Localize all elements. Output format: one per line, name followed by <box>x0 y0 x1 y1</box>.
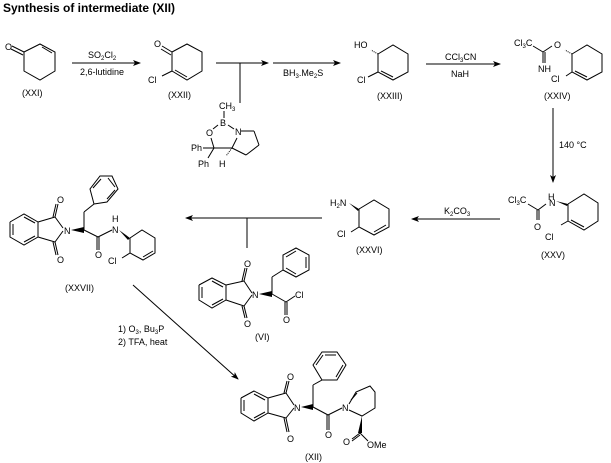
svg-text:O: O <box>287 434 294 444</box>
svg-text:H2N: H2N <box>330 198 346 210</box>
label-xii: (XII) <box>305 452 322 462</box>
svg-text:O: O <box>95 250 102 260</box>
label-xxi: (XXI) <box>22 88 43 98</box>
arrow-step2: BH3.Me2S <box>216 60 341 103</box>
svg-text:2) TFA, heat: 2) TFA, heat <box>118 337 168 347</box>
arrow-step1: SO2Cl2 2,6-lutidine <box>72 50 141 77</box>
svg-text:H: H <box>548 192 555 202</box>
svg-text:Cl: Cl <box>545 232 554 242</box>
compound-xxi: O (XXI) <box>5 42 56 98</box>
svg-text:N: N <box>235 127 242 137</box>
svg-text:Cl: Cl <box>108 256 117 266</box>
cbs-catalyst: CH3 B O N Ph Ph H <box>191 101 260 169</box>
svg-text:O: O <box>154 39 161 49</box>
compound-xxiii: HO Cl (XXIII) <box>354 40 409 101</box>
svg-text:O: O <box>206 128 213 138</box>
svg-text:Cl3C: Cl3C <box>508 195 527 207</box>
svg-text:NH: NH <box>538 64 551 74</box>
scheme-title: Synthesis of intermediate (XII) <box>3 1 176 15</box>
svg-text:N: N <box>294 403 301 413</box>
svg-text:SO2Cl2: SO2Cl2 <box>88 50 117 62</box>
label-xxvi: (XXVI) <box>356 245 383 255</box>
svg-text:O: O <box>287 372 294 382</box>
atom-o: O <box>5 42 12 52</box>
svg-text:O: O <box>534 222 541 232</box>
svg-text:Ph: Ph <box>191 143 202 153</box>
svg-text:Cl3C: Cl3C <box>514 38 533 50</box>
svg-text:N: N <box>64 226 71 236</box>
arrow-step4: 140 °C <box>550 108 587 183</box>
svg-text:O: O <box>343 437 350 447</box>
svg-text:BH3.Me2S: BH3.Me2S <box>283 68 323 80</box>
svg-text:O: O <box>244 319 251 329</box>
label-xxiii: (XXIII) <box>377 91 403 101</box>
svg-text:NaH: NaH <box>451 69 469 79</box>
svg-text:O: O <box>325 430 332 440</box>
svg-text:140 °C: 140 °C <box>559 140 587 150</box>
label-xxiv: (XXIV) <box>544 91 571 101</box>
svg-text:N: N <box>112 225 119 235</box>
arrow-step3: CCl3CN NaH <box>426 52 501 79</box>
compound-xxv: H N Cl3C O Cl (XXV) <box>508 192 599 260</box>
svg-text:Ph: Ph <box>198 159 209 169</box>
svg-text:1) O3, Bu3P: 1) O3, Bu3P <box>118 324 164 336</box>
compound-xii: O O N O N O OMe (XII) <box>240 351 387 462</box>
svg-text:K2CO3: K2CO3 <box>444 206 471 218</box>
svg-text:CCl3CN: CCl3CN <box>445 52 476 64</box>
svg-text:N: N <box>342 403 349 413</box>
compound-xxiv: O Cl3C NH Cl (XXIV) <box>514 38 603 101</box>
arrow-step6 <box>185 215 322 248</box>
reagent-lutidine: 2,6-lutidine <box>80 67 124 77</box>
svg-text:OMe: OMe <box>367 440 387 450</box>
svg-text:Cl: Cl <box>148 75 157 85</box>
label-xxv: (XXV) <box>541 250 565 260</box>
svg-text:N: N <box>549 198 556 208</box>
svg-text:Cl: Cl <box>337 229 346 239</box>
svg-text:H: H <box>112 214 119 224</box>
compound-xxii: O Cl (XXII) <box>148 39 203 100</box>
arrow-step5: K2CO3 <box>411 206 500 222</box>
arrow-step7: 1) O3, Bu3P 2) TFA, heat <box>118 284 239 380</box>
label-vi: (VI) <box>255 332 270 342</box>
svg-text:O: O <box>244 259 251 269</box>
svg-text:O: O <box>57 195 64 205</box>
compound-xxvii: O O N O H N Cl (XXVII) <box>9 175 156 293</box>
svg-text:H: H <box>219 159 226 169</box>
label-xxii: (XXII) <box>168 90 191 100</box>
compound-vi: O O N Cl O (VI) <box>198 247 310 342</box>
svg-text:N: N <box>252 290 259 300</box>
svg-text:O: O <box>554 40 561 50</box>
compound-xxvi: H2N Cl (XXVI) <box>330 198 390 255</box>
svg-text:CH3: CH3 <box>219 101 236 113</box>
svg-text:HO: HO <box>354 40 368 50</box>
svg-text:Cl: Cl <box>357 75 366 85</box>
svg-text:Cl: Cl <box>551 74 560 84</box>
svg-text:Cl: Cl <box>295 290 304 300</box>
label-xxvii: (XXVII) <box>65 283 94 293</box>
svg-text:O: O <box>57 255 64 265</box>
svg-text:O: O <box>283 315 290 325</box>
svg-text:B: B <box>220 118 226 128</box>
